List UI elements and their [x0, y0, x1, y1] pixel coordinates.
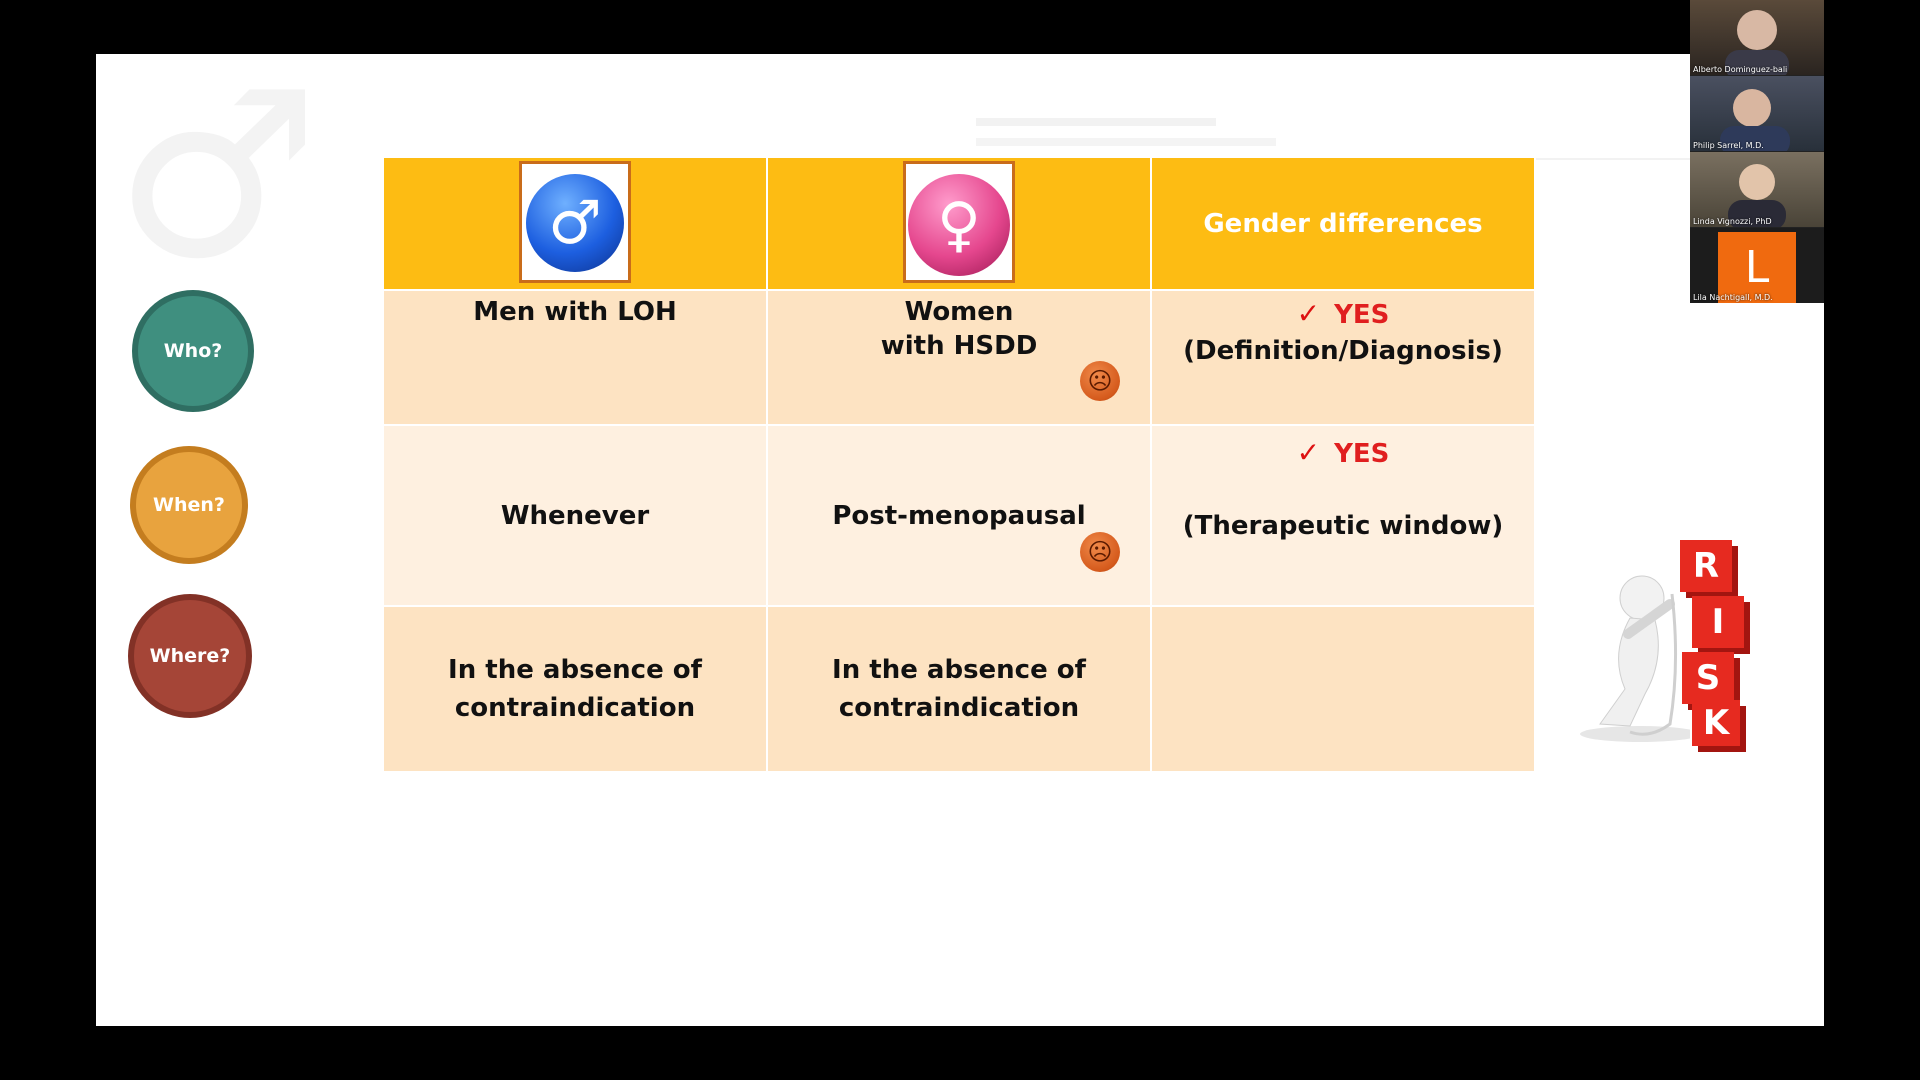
participant-name: Lila Nachtigall, M.D. — [1693, 293, 1773, 302]
cell-diff-when: ✓ YES (Therapeutic window) — [1150, 424, 1536, 607]
gender-differences-title: Gender differences — [1203, 208, 1483, 239]
header-gender-differences: Gender differences — [1150, 156, 1536, 291]
cell-men-who: Men with LOH — [382, 289, 768, 426]
header-men: ♂ — [382, 156, 768, 291]
cell-diff-who: ✓ YES (Definition/Diagnosis) — [1150, 289, 1536, 426]
where-circle: Where? — [128, 594, 252, 718]
female-icon-frame: ♀ — [903, 161, 1015, 283]
cell-diff-where — [1150, 605, 1536, 773]
risk-letter-cube: I — [1692, 596, 1744, 648]
cell-men-when: Whenever — [382, 424, 768, 607]
table-row: Men with LOH Women with HSDD ☹ ✓ YES (Def… — [382, 289, 1536, 426]
risk-letter-cube: K — [1692, 700, 1740, 746]
yes-label: YES — [1334, 439, 1390, 469]
risk-letter: S — [1695, 658, 1721, 698]
risk-letter-cube: S — [1682, 652, 1734, 704]
who-label: Who? — [163, 340, 223, 362]
cell-text-line1: Women — [904, 297, 1014, 327]
participant-name: Linda Vignozzi, PhD — [1693, 217, 1772, 226]
cell-text-line2: contraindication — [454, 693, 696, 723]
cell-women-where: In the absence of contraindication — [766, 605, 1152, 773]
table-row: In the absence of contraindication In th… — [382, 605, 1536, 773]
cell-text-line2: contraindication — [838, 693, 1080, 723]
checkmark-icon: ✓ — [1296, 297, 1321, 330]
risk-letter: R — [1692, 546, 1720, 586]
participant-name: Philip Sarrel, M.D. — [1693, 141, 1764, 150]
sad-face-icon: ☹ — [1080, 361, 1120, 401]
where-label: Where? — [149, 645, 231, 667]
sad-face-icon: ☹ — [1080, 532, 1120, 572]
who-circle: Who? — [132, 290, 254, 412]
participant-tile[interactable]: Alberto Dominguez-bali — [1690, 0, 1824, 75]
cell-text: Whenever — [500, 500, 650, 531]
cell-text-line1: In the absence of — [448, 655, 702, 685]
participant-name: Alberto Dominguez-bali — [1693, 65, 1788, 74]
risk-letter-cube: R — [1680, 540, 1732, 592]
risk-letter: K — [1702, 703, 1730, 743]
male-symbol-watermark: ♂ — [114, 54, 321, 310]
risk-illustration: R I S K — [1556, 534, 1786, 754]
participant-tile[interactable]: Philip Sarrel, M.D. — [1690, 76, 1824, 151]
cell-text-line1: In the absence of — [832, 655, 1086, 685]
cell-text: Men with LOH — [473, 297, 677, 327]
checkmark-icon: ✓ — [1296, 436, 1321, 469]
ghost-text — [976, 138, 1276, 146]
cell-women-who: Women with HSDD ☹ — [766, 289, 1152, 426]
gender-comparison-table: ♂ ♀ Gender differences Men with LOH Wome… — [382, 156, 1536, 773]
participant-initial: L — [1718, 232, 1796, 303]
when-circle: When? — [130, 446, 248, 564]
header-women: ♀ — [766, 156, 1152, 291]
cell-text: Post-menopausal — [832, 500, 1086, 531]
male-symbol-icon: ♂ — [526, 174, 624, 272]
person-avatar-icon — [1720, 89, 1790, 151]
participant-tile[interactable]: Linda Vignozzi, PhD — [1690, 152, 1824, 227]
diff-note: (Definition/Diagnosis) — [1183, 336, 1503, 366]
participant-video-strip[interactable]: Alberto Dominguez-bali Philip Sarrel, M.… — [1690, 0, 1824, 303]
person-avatar-icon — [1725, 10, 1789, 75]
male-icon-frame: ♂ — [519, 161, 631, 283]
person-avatar-icon — [1728, 164, 1786, 227]
ghost-text — [1256, 158, 1816, 160]
participant-tile[interactable]: L Lila Nachtigall, M.D. — [1690, 228, 1824, 303]
diff-note: (Therapeutic window) — [1182, 511, 1504, 541]
risk-letter: I — [1711, 602, 1725, 642]
cell-women-when: Post-menopausal ☹ — [766, 424, 1152, 607]
ghost-text — [976, 118, 1216, 126]
slide: ♂ Who? When? Where? ♂ ♀ Gender differenc… — [96, 54, 1824, 1026]
table-header-row: ♂ ♀ Gender differences — [382, 156, 1536, 291]
table-row: Whenever Post-menopausal ☹ ✓ YES (Therape… — [382, 424, 1536, 607]
female-symbol-icon: ♀ — [908, 174, 1010, 276]
when-label: When? — [153, 494, 225, 516]
cell-men-where: In the absence of contraindication — [382, 605, 768, 773]
figure-icon — [1580, 575, 1690, 742]
yes-label: YES — [1334, 300, 1390, 330]
cell-text-line2: with HSDD — [880, 331, 1038, 361]
